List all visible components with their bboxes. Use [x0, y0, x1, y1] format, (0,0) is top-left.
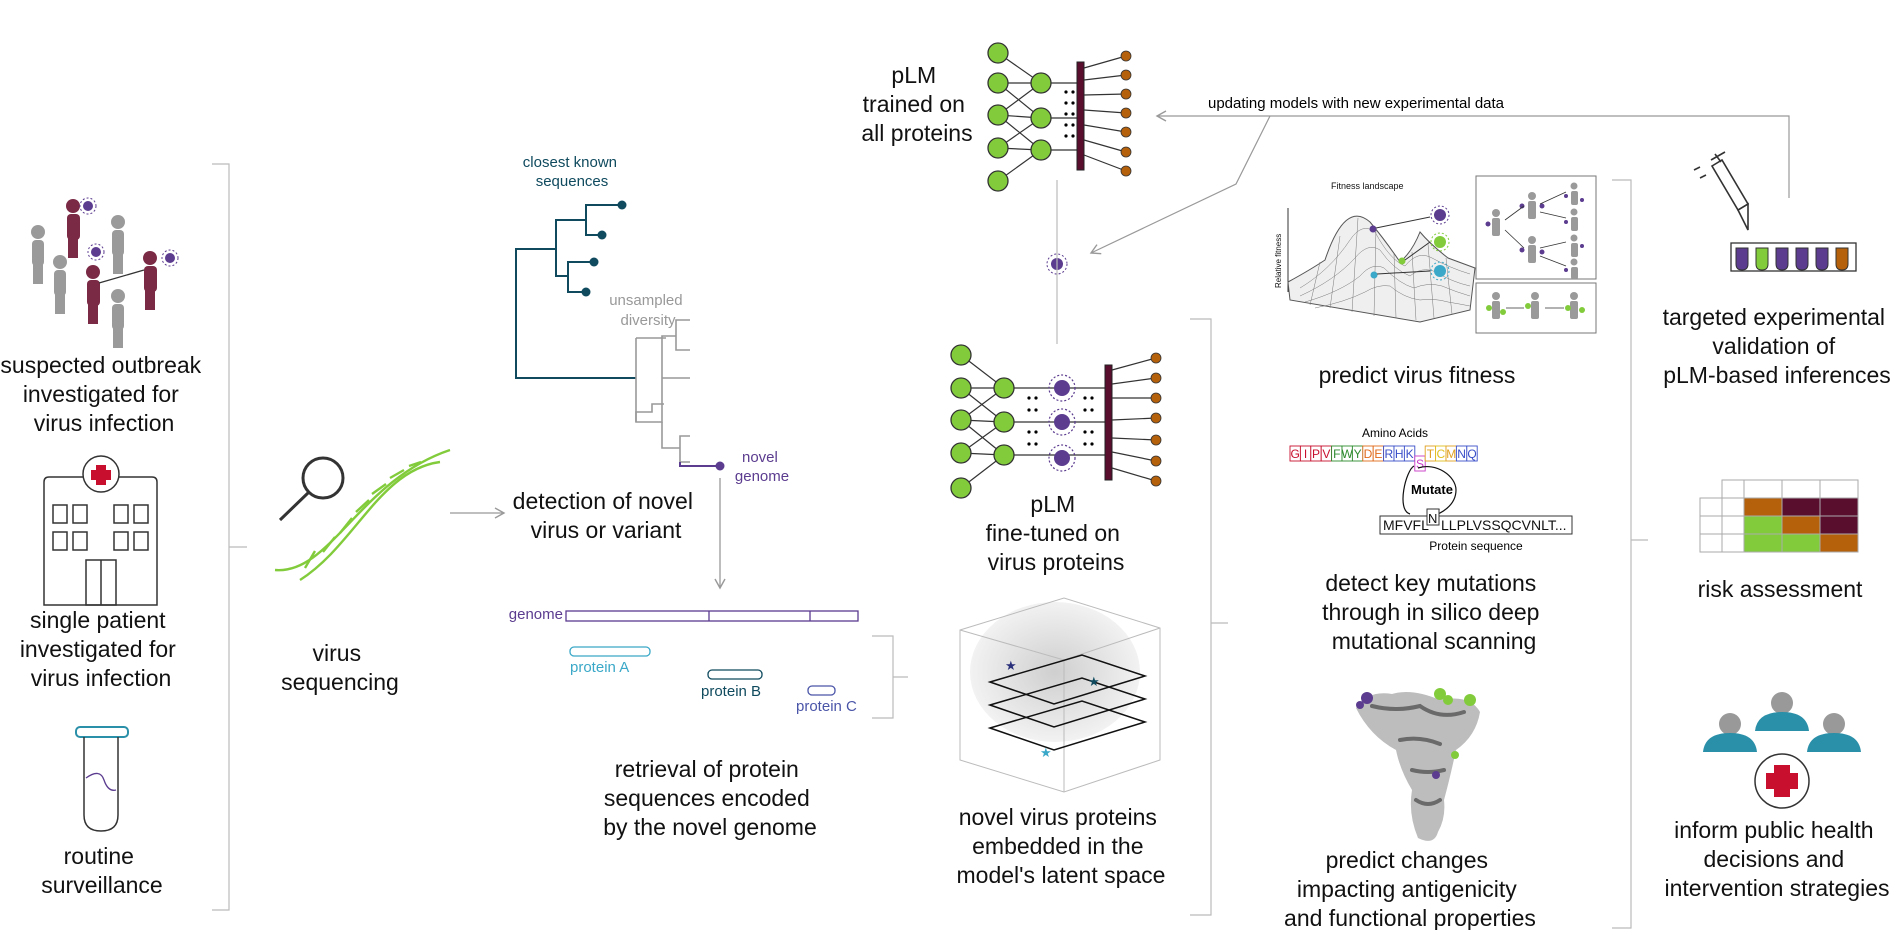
- public-health-icon: [1703, 692, 1861, 809]
- pipette-icon: [1693, 151, 1750, 231]
- amino-acid-letter: F: [1333, 447, 1340, 461]
- amino-acid-letter: Q: [1467, 447, 1476, 461]
- amino-acid-letter: D: [1364, 447, 1373, 461]
- latent-point-b: ★: [1088, 674, 1100, 689]
- dna-helix-icon: [274, 448, 451, 582]
- amino-acid-letter: E: [1374, 447, 1382, 461]
- retrieval-caption: retrieval of protein sequences encoded b…: [603, 756, 817, 840]
- latent-point-c: ★: [1040, 745, 1052, 760]
- protein-sequence: MFVFL N LLPLVSSQCVNLT...: [1379, 508, 1573, 535]
- tree-label-novel: novel genome: [735, 449, 789, 485]
- amino-acid-letter: I: [1304, 447, 1307, 461]
- fitness-landscape-title: Fitness landscape: [1331, 181, 1404, 191]
- amino-acid-letter: Y: [1354, 447, 1362, 461]
- amino-acid-letter: C: [1436, 447, 1445, 461]
- latent-point-a: ★: [1005, 658, 1017, 673]
- amino-acid-box: [1414, 455, 1426, 472]
- protein-c-label: protein C: [796, 698, 857, 715]
- fitness-caption: predict virus fitness: [1319, 362, 1516, 388]
- spike-protein-structure: [1356, 688, 1480, 841]
- mutate-label: Mutate: [1411, 482, 1453, 497]
- amino-acid-letter: S: [1416, 457, 1424, 471]
- prediction-bracket: [1612, 179, 1648, 929]
- retrieval-bracket: [872, 635, 908, 719]
- phylo-tree-known: [515, 204, 636, 379]
- tree-label-unsampled: unsampled diversity: [609, 292, 687, 329]
- amino-acid-letter: V: [1322, 447, 1330, 461]
- amino-acid-letter: N: [1457, 447, 1466, 461]
- base-model-caption: pLM trained on all proteins: [861, 62, 972, 146]
- model-bracket: [1190, 318, 1228, 916]
- latent-caption: novel virus proteins embedded in the mod…: [957, 804, 1166, 888]
- finetuned-model-network: [950, 344, 1162, 499]
- sample-tubes-icon: [1730, 242, 1857, 272]
- feedback-arrow-secondary: [1089, 115, 1271, 255]
- patient-caption: single patient investigated for virus in…: [20, 607, 182, 691]
- risk-matrix-icon: [1699, 479, 1859, 553]
- protein-a-label: protein A: [570, 659, 629, 676]
- protein-b-label: protein B: [701, 683, 761, 700]
- input-bracket: [212, 163, 247, 911]
- mutate-cycle: [1402, 465, 1457, 520]
- protein-c-bar: [807, 685, 836, 696]
- outbreak-caption: suspected outbreak investigated for viru…: [0, 352, 207, 436]
- protein-b-bar: [707, 669, 763, 680]
- red-cross-icon: [91, 465, 111, 485]
- protein-a-bar: [569, 646, 651, 657]
- antigenicity-caption: predict changes impacting antigenicity a…: [1284, 847, 1536, 930]
- sequencing-caption: virus sequencing: [281, 640, 399, 695]
- amino-acid-box: [1466, 445, 1478, 462]
- validation-caption: targeted experimental validation of pLM-…: [1663, 304, 1892, 388]
- sequence-mutated-residue: N: [1428, 511, 1437, 526]
- amino-acid-letter: G: [1291, 447, 1300, 461]
- mutations-caption: detect key mutations through in silico d…: [1322, 570, 1546, 654]
- feedback-arrow: [1155, 110, 1790, 198]
- outbreak-icon: [31, 197, 179, 348]
- tree-tips-known: [581, 200, 627, 297]
- amino-acid-letter: T: [1427, 447, 1435, 461]
- amino-acid-letter: P: [1312, 447, 1320, 461]
- feedback-label: updating models with new experimental da…: [1208, 95, 1505, 112]
- detection-caption: detection of novel virus or variant: [513, 488, 700, 543]
- amino-acid-letter: M: [1446, 447, 1456, 461]
- amino-acid-letter: R: [1384, 447, 1393, 461]
- fitness-landscape-plot: [1287, 175, 1597, 334]
- sequence-left: MFVFL: [1383, 517, 1429, 533]
- tree-label-closest: closest known sequences: [523, 154, 621, 190]
- genome-label: genome: [509, 606, 563, 623]
- phylo-tree-novel: [679, 461, 725, 471]
- fitness-axis-label: Relative fitness: [1274, 234, 1283, 288]
- amino-acid-letter: K: [1406, 447, 1414, 461]
- phylo-tree-unsampled: [635, 319, 690, 463]
- public-health-caption: inform public health decisions and inter…: [1664, 817, 1889, 901]
- latent-space-cube: ★ ★ ★: [959, 597, 1161, 793]
- magnifier-icon: [278, 456, 345, 522]
- genome-bar: [565, 610, 859, 622]
- base-model-network: [987, 42, 1132, 192]
- sequence-label: Protein sequence: [1429, 539, 1523, 553]
- amino-acid-letter: W: [1342, 447, 1354, 461]
- amino-acid-box: [1403, 445, 1416, 462]
- risk-caption: risk assessment: [1698, 576, 1863, 602]
- test-tube-icon: [75, 726, 129, 832]
- surveillance-caption: routine surveillance: [41, 843, 162, 898]
- sequence-right: LLPLVSSQCVNLT...: [1441, 517, 1567, 533]
- amino-acid-letter: H: [1395, 447, 1404, 461]
- amino-acids-title: Amino Acids: [1362, 426, 1428, 440]
- finetuned-caption: pLM fine-tuned on virus proteins: [986, 491, 1127, 575]
